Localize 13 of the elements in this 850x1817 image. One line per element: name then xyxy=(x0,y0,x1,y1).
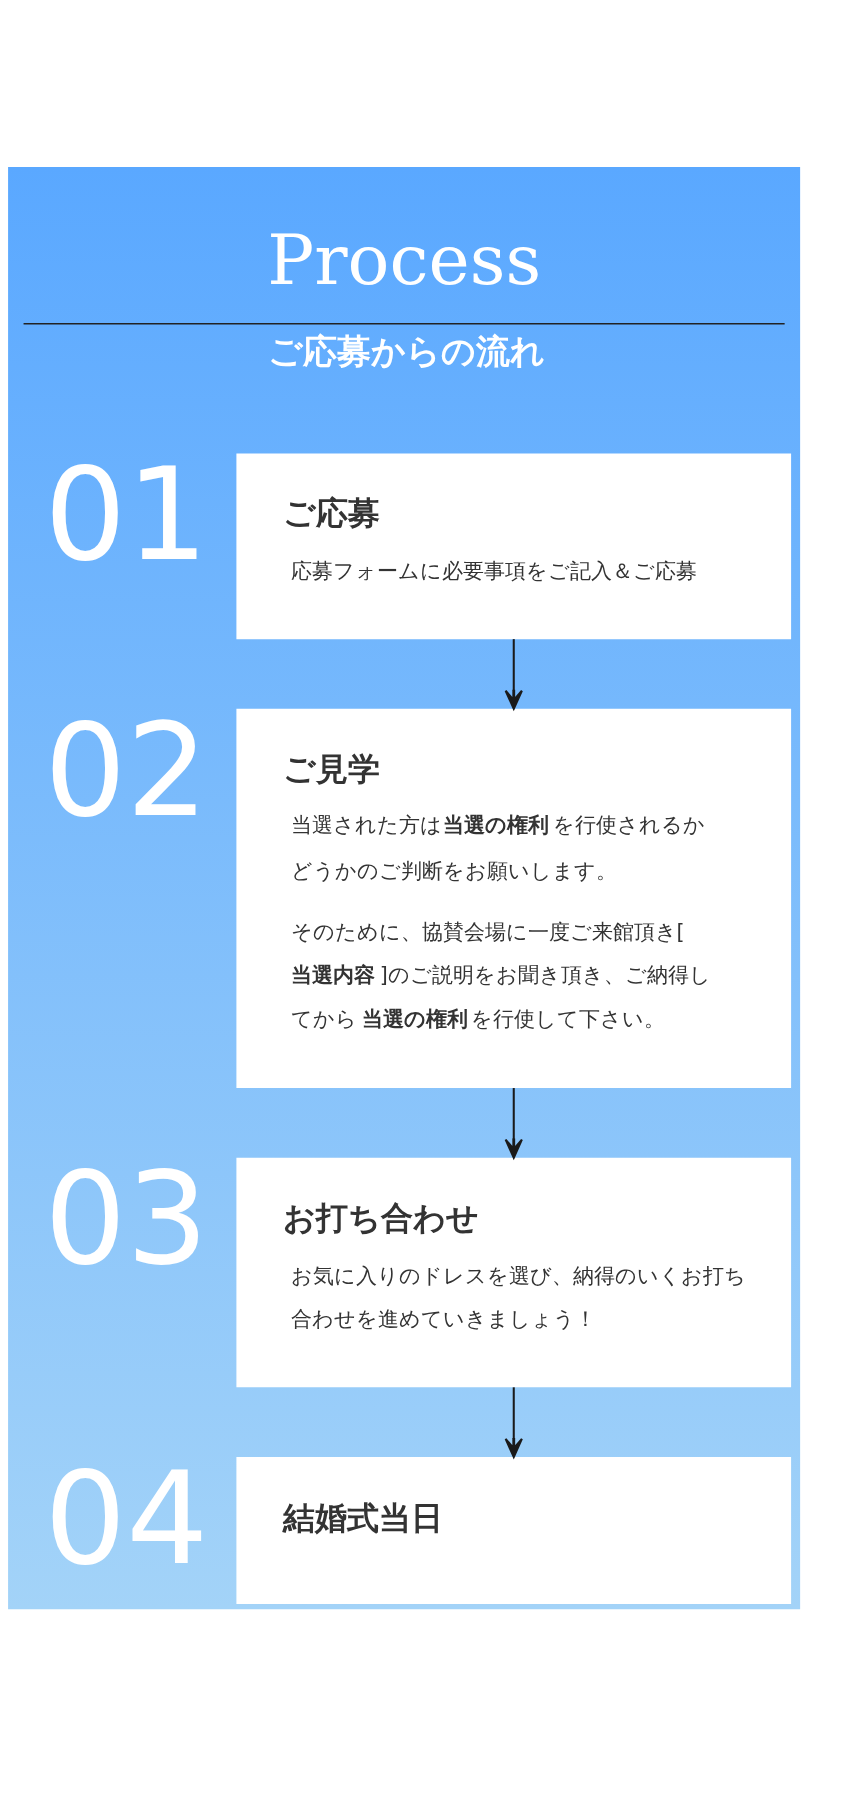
arrow xyxy=(504,1087,523,1159)
node-label: 01 xyxy=(44,438,209,589)
node-label: 03 xyxy=(44,1142,209,1293)
diagram-title: Process xyxy=(267,218,542,300)
arrow xyxy=(504,638,523,710)
label: ご応募からの流れ xyxy=(268,331,546,371)
node-box: 結婚式当日 xyxy=(236,1456,792,1604)
node-box: お打ち合わせ お気に入りのドレスを選び、納得のいくお打ち合わせを進めていきましょう！ xyxy=(236,1157,792,1387)
node-label: 04 xyxy=(44,1442,209,1593)
node-box: ご見学 当選された方は当選の権利 を行使されるかどうかのご判断をお願いします。 そのために、協賛会場に一度ご来館頂き[ 当選内容 ]のご説明をお聞き頂き、ご納得してから 当選の権利 を行使して下さい。 xyxy=(236,708,792,1088)
node-box: ご応募 応募フォームに必要事項をご記入＆ご応募 xyxy=(236,452,792,639)
node-label: 02 xyxy=(44,694,209,845)
arrow xyxy=(504,1386,523,1458)
